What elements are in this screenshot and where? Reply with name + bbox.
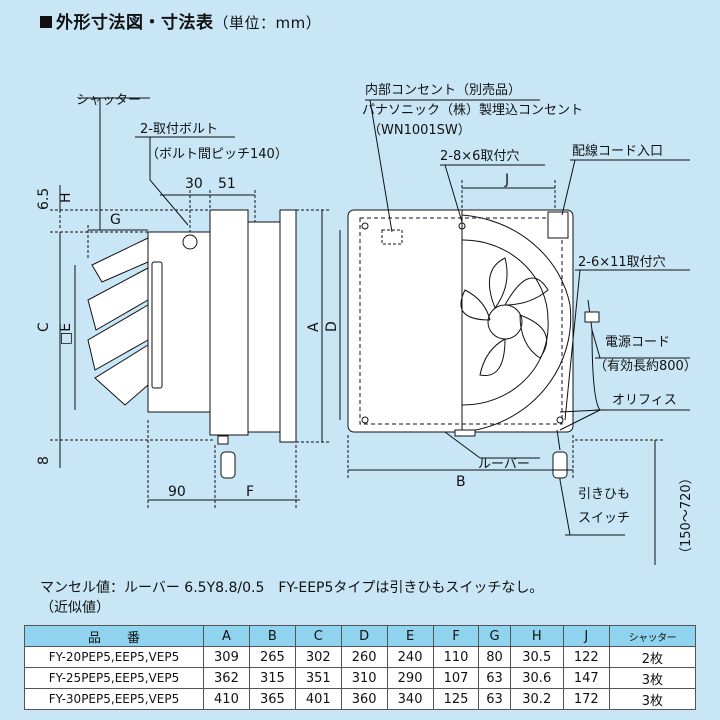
col-h: H — [509, 625, 564, 647]
cell: 110 — [432, 646, 480, 668]
dim-f: F — [246, 484, 254, 500]
label-hole-6x11: 2-6×11取付穴 — [578, 255, 666, 270]
col-d: D — [340, 625, 388, 647]
cell: 290 — [386, 667, 434, 689]
cell: 147 — [562, 667, 610, 689]
col-shutter: シャッター — [608, 625, 697, 647]
cell: FY-20PEP5,EEP5,VEP5 — [24, 646, 204, 668]
label-outlet-maker: パナソニック（株）製埋込コンセント — [362, 103, 583, 118]
cell: 107 — [432, 667, 480, 689]
cell: 240 — [386, 646, 434, 668]
label-range: （150～720） — [679, 471, 694, 560]
label-louver: ルーバー — [478, 457, 530, 472]
cell: 260 — [340, 646, 388, 668]
label-power-cord: 電源コード — [605, 335, 670, 350]
col-f: F — [432, 625, 480, 647]
dim-8: 8 — [36, 456, 52, 465]
approx-note: （近似値） — [40, 600, 110, 616]
table-row: FY-20PEP5,EEP5,VEP5 309 265 302 260 240 … — [24, 646, 697, 668]
col-model: 品 番 — [24, 625, 204, 647]
col-a: A — [203, 625, 250, 647]
munsell-note: マンセル値：ルーバー 6.5Y8.8/0.5 FY-EEP5タイプは引きひもスイ… — [40, 580, 544, 596]
cell: 125 — [432, 688, 480, 710]
table-row: FY-30PEP5,EEP5,VEP5 410 365 401 360 340 … — [24, 688, 697, 710]
cell: 401 — [294, 688, 342, 710]
cell: 351 — [294, 667, 342, 689]
dim-e: □E — [58, 323, 74, 345]
cell: 302 — [294, 646, 342, 668]
dim-g: G — [110, 212, 121, 228]
cell: 340 — [386, 688, 434, 710]
cell: 63 — [478, 667, 511, 689]
cell: 30.2 — [509, 688, 564, 710]
dim-h: H — [58, 192, 74, 203]
dim-51: 51 — [218, 176, 236, 192]
label-cord-length: （有効長約800） — [594, 359, 697, 374]
dim-6-5: 6.5 — [36, 188, 52, 210]
dim-b: B — [456, 474, 466, 490]
cell: 265 — [248, 646, 296, 668]
dim-90: 90 — [168, 484, 186, 500]
label-shutter: シャッター — [76, 93, 141, 108]
col-e: E — [386, 625, 434, 647]
cell: 315 — [248, 667, 296, 689]
cell: 360 — [340, 688, 388, 710]
cell: 2枚 — [608, 646, 697, 668]
cell: 122 — [562, 646, 610, 668]
cell: 3枚 — [608, 667, 697, 689]
dim-d: D — [324, 321, 340, 332]
dim-30: 30 — [185, 176, 203, 192]
col-c: C — [294, 625, 342, 647]
dimension-table: 品 番 A B C D E F G H J シャッター FY-20PEP5,EE… — [24, 625, 697, 710]
cell: 30.5 — [509, 646, 564, 668]
cell: 80 — [478, 646, 511, 668]
unit-label: （単位：mm） — [213, 14, 322, 32]
label-orifice: オリフィス — [612, 393, 677, 408]
cell: FY-25PEP5,EEP5,VEP5 — [24, 667, 204, 689]
label-switch: スイッチ — [578, 511, 630, 526]
label-hole-8x6: 2-8×6取付穴 — [440, 149, 519, 164]
col-j: J — [562, 625, 610, 647]
cell: FY-30PEP5,EEP5,VEP5 — [24, 688, 204, 710]
label-pull-string: 引きひも — [578, 487, 630, 502]
dim-c: C — [36, 322, 52, 332]
page-title: 外形寸法図・寸法表（単位：mm） — [40, 8, 321, 33]
cell: 310 — [340, 667, 388, 689]
dim-a: A — [306, 322, 322, 332]
cell: 172 — [562, 688, 610, 710]
square-bullet-icon — [40, 16, 52, 28]
label-cord-inlet: 配線コード入口 — [572, 143, 663, 159]
label-outlet-model: （WN1001SW） — [368, 123, 471, 138]
cell: 365 — [248, 688, 296, 710]
cell: 362 — [203, 667, 250, 689]
cell: 63 — [478, 688, 511, 710]
label-bolt-pitch: （ボルト間ピッチ140） — [146, 147, 288, 162]
cell: 410 — [203, 688, 250, 710]
col-b: B — [248, 625, 296, 647]
table-header-row: 品 番 A B C D E F G H J シャッター — [24, 625, 697, 647]
cell: 3枚 — [608, 688, 697, 710]
col-g: G — [478, 625, 511, 647]
label-mount-bolt: 2-取付ボルト — [140, 122, 218, 137]
dim-j: J — [504, 172, 509, 188]
label-outlet: 内部コンセント（別売品） — [365, 82, 521, 98]
table-row: FY-25PEP5,EEP5,VEP5 362 315 351 310 290 … — [24, 667, 697, 689]
cell: 30.6 — [509, 667, 564, 689]
cell: 309 — [203, 646, 250, 668]
